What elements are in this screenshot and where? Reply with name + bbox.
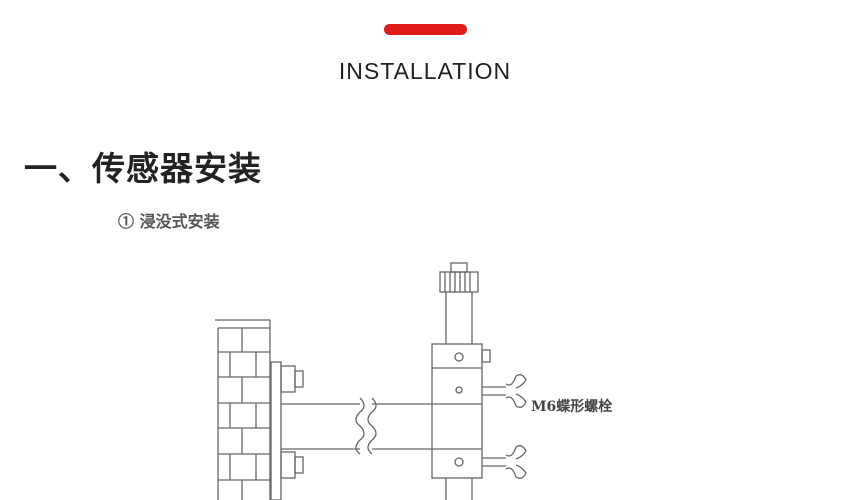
mounting-plate (270, 361, 304, 500)
wing-bolt-lower (482, 445, 527, 479)
accent-bar (384, 24, 467, 35)
sensor-tube (439, 262, 479, 500)
bolt-label: M6蝶形螺栓 (531, 399, 613, 415)
installation-diagram (215, 262, 527, 500)
sub-heading: ① 浸没式安装 (118, 212, 220, 231)
section-title: INSTALLATION (338, 58, 512, 84)
clamp-block (431, 343, 491, 479)
support-arm (281, 397, 432, 455)
brick-wall (215, 319, 271, 500)
page-heading: 一、传感器安装 (24, 149, 262, 188)
wing-bolt-upper (482, 374, 527, 408)
